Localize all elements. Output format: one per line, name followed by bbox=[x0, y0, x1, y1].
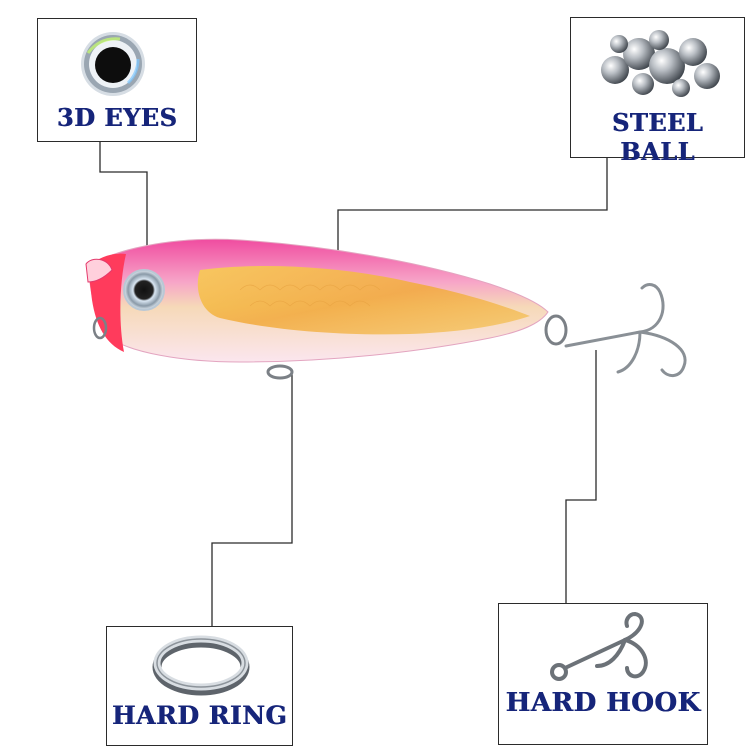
steel-balls-icon bbox=[595, 26, 723, 98]
lure-eye bbox=[123, 269, 165, 311]
eyes-label: 3D EYES bbox=[56, 103, 178, 132]
hard-ring-label: HARD RING bbox=[111, 701, 288, 730]
eyes-connector bbox=[99, 142, 148, 282]
ring-connector bbox=[211, 372, 293, 626]
connector-lines bbox=[99, 142, 608, 626]
lure-body bbox=[85, 238, 687, 380]
hook-connector bbox=[565, 350, 597, 603]
steel-ball-label: STEEL BALL bbox=[611, 108, 704, 166]
hard-ring-callout: HARD RING bbox=[106, 626, 293, 746]
eye-icon bbox=[80, 31, 146, 97]
hard-hook-label: HARD HOOK bbox=[505, 688, 701, 718]
split-ring-icon bbox=[151, 635, 251, 697]
hard-hook-callout: HARD HOOK bbox=[498, 603, 708, 745]
eyes-callout: 3D EYES bbox=[37, 18, 197, 142]
treble-hook-icon bbox=[543, 610, 663, 690]
steel-ball-callout: STEEL BALL bbox=[570, 17, 745, 166]
